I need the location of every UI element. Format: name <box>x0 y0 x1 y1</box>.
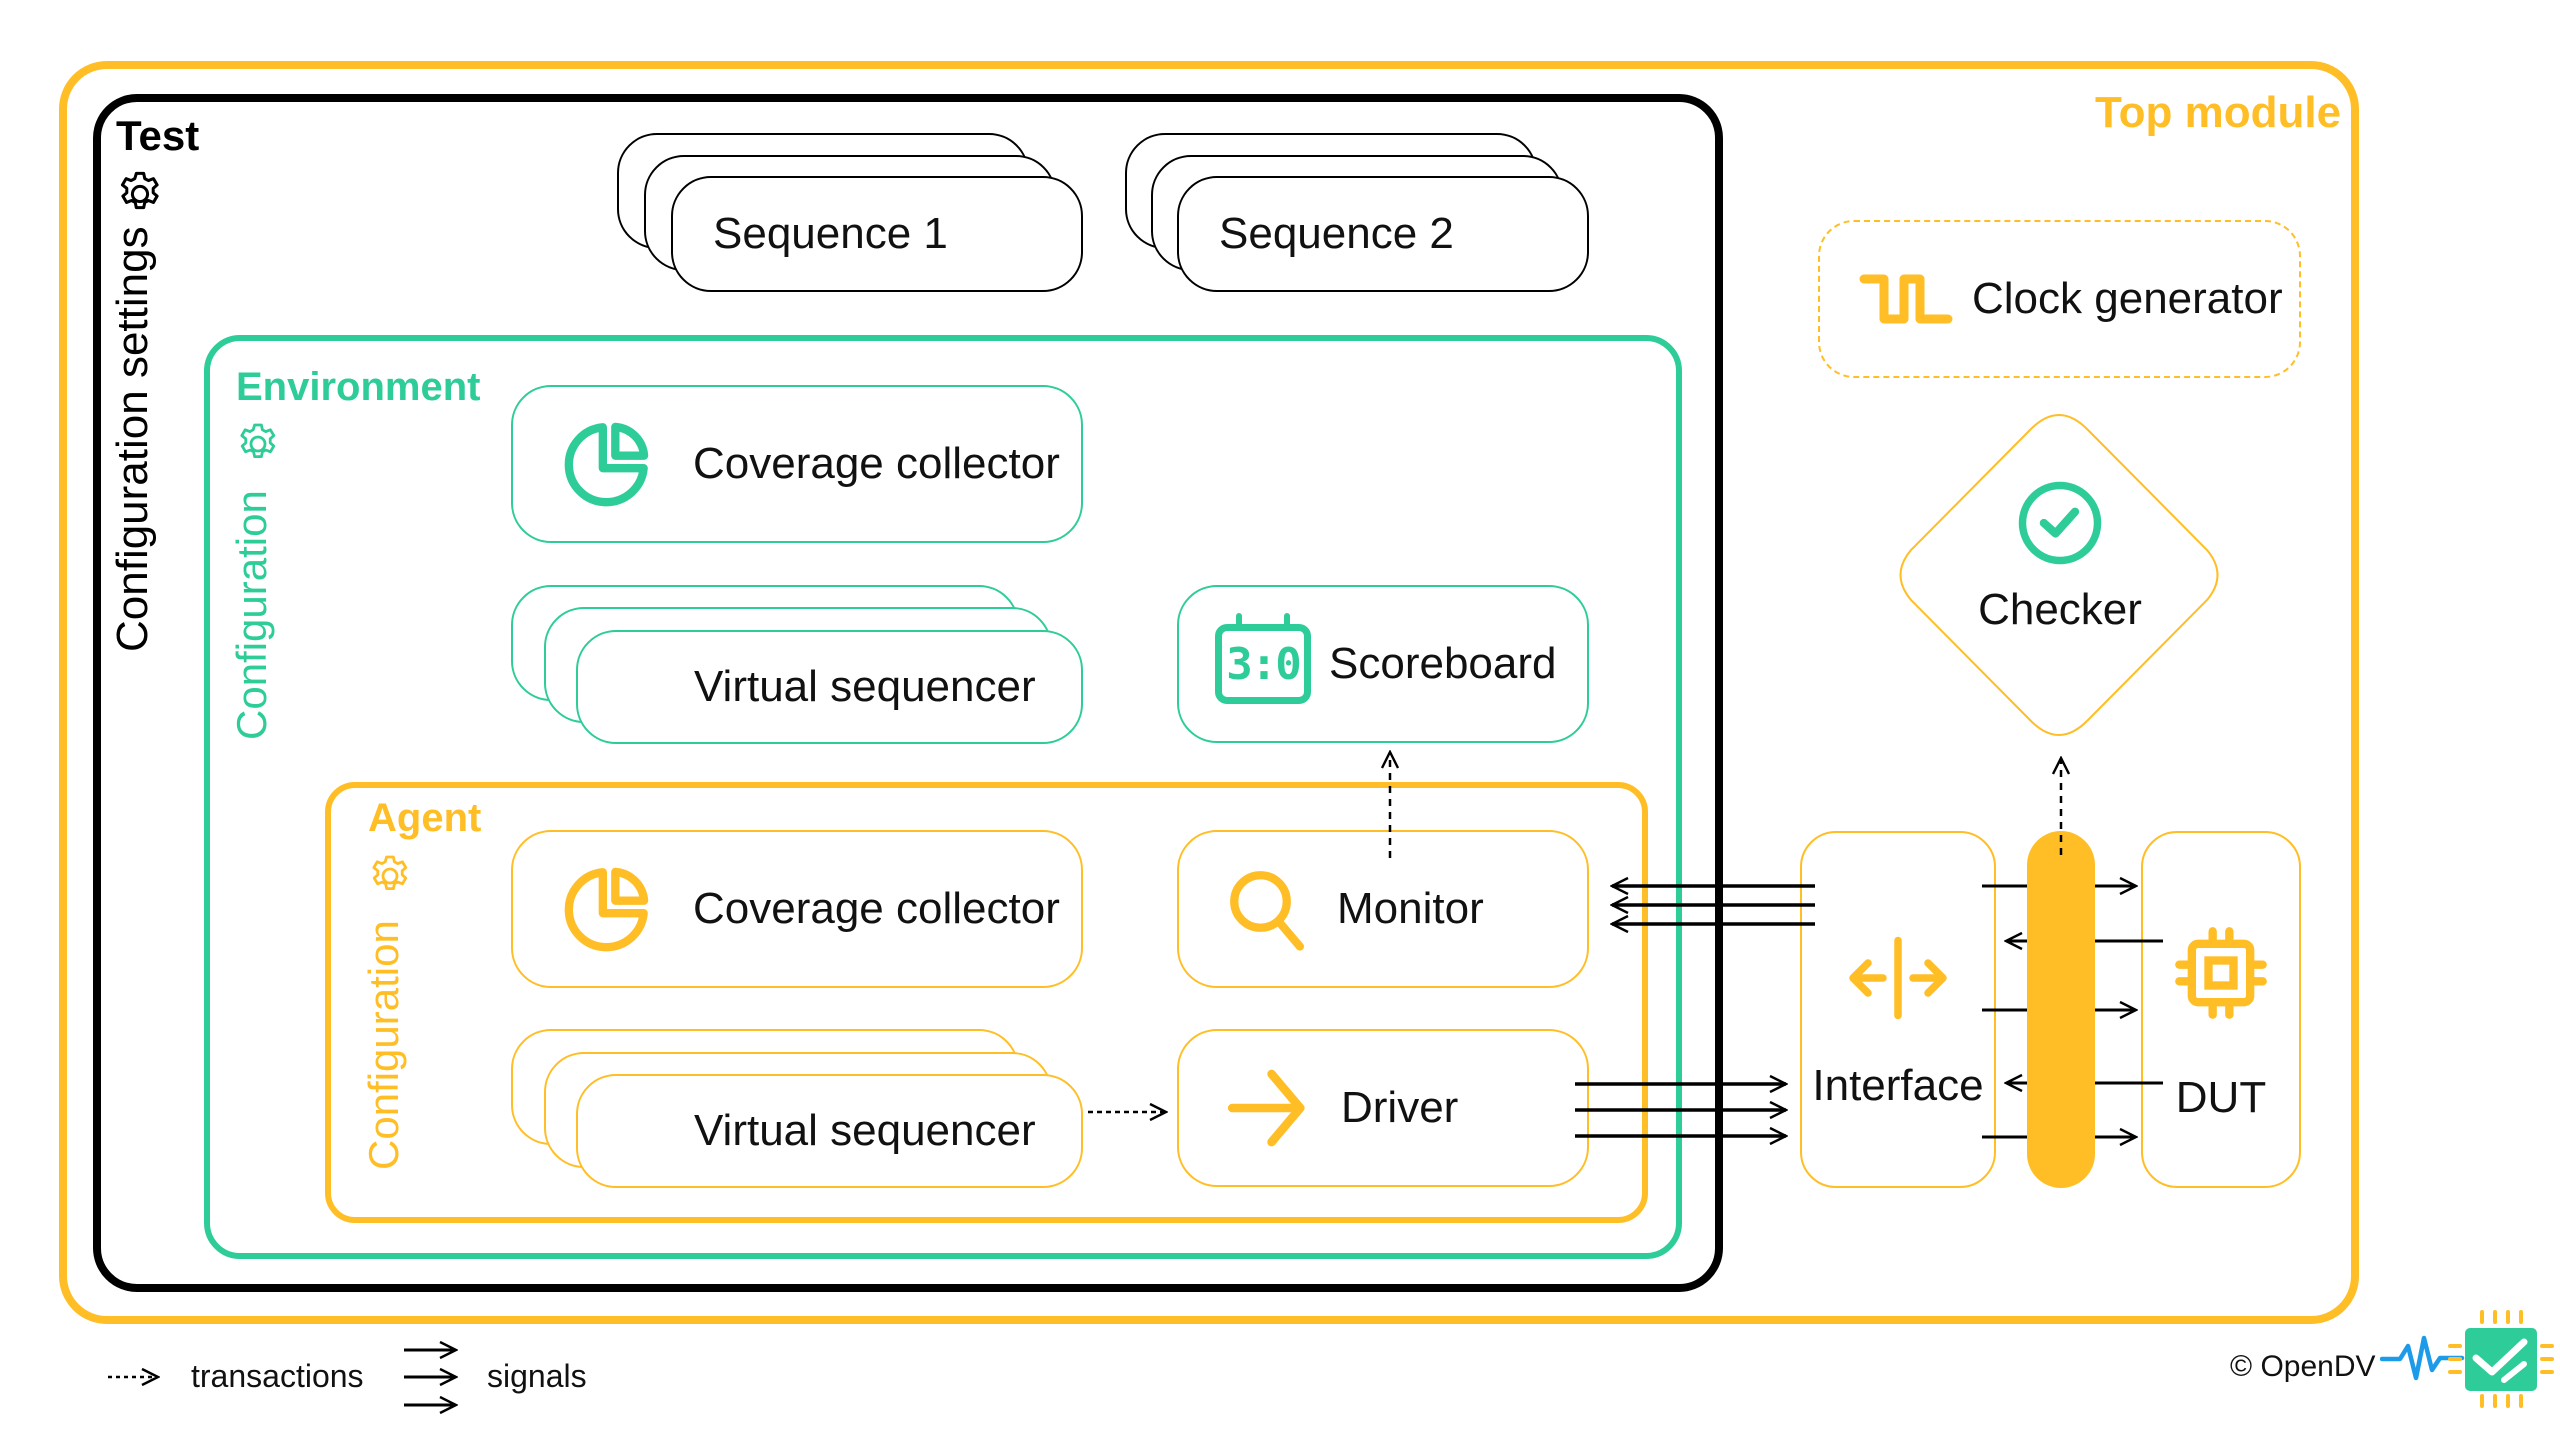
test-frame <box>93 94 1723 1292</box>
checker-diamond[interactable] <box>1892 405 2226 745</box>
bus-signals <box>1982 886 2163 1137</box>
copyright-text: © OpenDV <box>2230 1350 2376 1383</box>
legend-transactions-label: transactions <box>191 1358 364 1394</box>
interface-label: Interface <box>1812 1061 1984 1110</box>
interface-to-monitor-signals <box>1612 886 1815 924</box>
top-module-title: Top module <box>2095 88 2342 137</box>
sequence-2[interactable]: Sequence 2 <box>1177 176 1589 292</box>
arrow-right-icon <box>1227 1069 1305 1147</box>
env-virtual-sequencer-label: Virtual sequencer <box>694 662 1036 711</box>
monitor[interactable]: Monitor <box>1177 830 1589 988</box>
checker-label: Checker <box>1978 585 2142 634</box>
legend-signals-arrows <box>404 1350 456 1405</box>
check-circle-icon <box>2018 481 2102 565</box>
scoreboard-icon-text: 3:0 <box>1226 638 1301 690</box>
agent-coverage-collector[interactable]: Coverage collector <box>511 830 1083 988</box>
legend-signals-label: signals <box>487 1358 587 1394</box>
agent-virtual-sequencer-label: Virtual sequencer <box>694 1106 1036 1155</box>
monitor-label: Monitor <box>1337 884 1484 933</box>
chip-icon <box>2175 927 2267 1019</box>
signal-bus <box>2027 831 2095 1188</box>
driver-label: Driver <box>1341 1083 1459 1132</box>
environment-gear-icon <box>240 423 276 458</box>
env-coverage-collector-label: Coverage collector <box>693 439 1060 488</box>
opendv-logo-icon <box>2380 1310 2554 1408</box>
test-title: Test <box>116 112 200 159</box>
dut[interactable]: DUT <box>2141 831 2301 1188</box>
agent-coverage-collector-label: Coverage collector <box>693 884 1060 933</box>
env-coverage-collector[interactable]: Coverage collector <box>511 385 1083 543</box>
environment-title: Environment <box>236 365 481 409</box>
dut-label: DUT <box>2175 1073 2267 1122</box>
agent-virtual-sequencer[interactable]: Virtual sequencer <box>576 1074 1083 1188</box>
driver[interactable]: Driver <box>1177 1029 1589 1187</box>
agent-frame <box>325 782 1648 1223</box>
clock-generator[interactable]: Clock generator <box>1818 220 2301 378</box>
split-arrows-icon <box>1849 936 1947 1020</box>
sequence-1-label: Sequence 1 <box>713 209 948 258</box>
clock-signal-icon <box>1859 274 1953 324</box>
clock-generator-label: Clock generator <box>1972 274 2283 323</box>
top-module-frame <box>59 61 2359 1324</box>
test-gear-icon <box>120 171 159 210</box>
agent-gear-icon <box>372 855 408 890</box>
sequence-1[interactable]: Sequence 1 <box>671 176 1083 292</box>
env-virtual-sequencer[interactable]: Virtual sequencer <box>576 630 1083 744</box>
pie-chart-icon <box>564 867 649 952</box>
interface[interactable]: Interface <box>1800 831 1996 1188</box>
search-icon <box>1230 871 1304 951</box>
environment-frame <box>204 335 1682 1259</box>
scoreboard-icon: 3:0 <box>1215 613 1311 704</box>
scoreboard[interactable]: 3:0 Scoreboard <box>1177 585 1589 743</box>
sequence-2-label: Sequence 2 <box>1219 209 1454 258</box>
driver-to-interface-signals <box>1575 1084 1786 1136</box>
agent-title: Agent <box>368 796 482 840</box>
pie-chart-icon <box>564 422 649 507</box>
scoreboard-label: Scoreboard <box>1329 639 1557 688</box>
